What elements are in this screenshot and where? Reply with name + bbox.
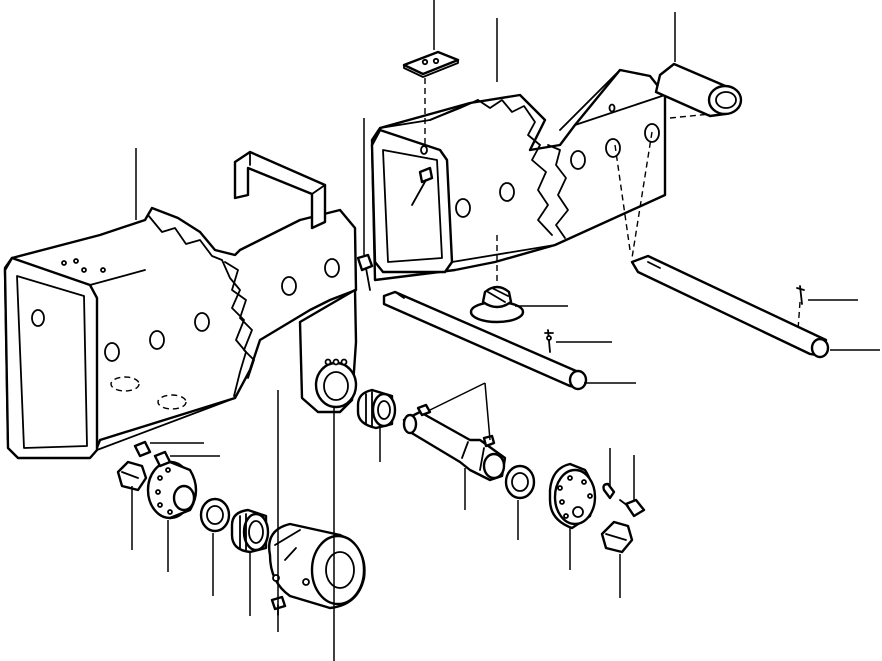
left-frame — [3, 206, 374, 460]
thrust-washer-right — [504, 464, 536, 500]
leader-key-b — [484, 382, 491, 441]
short-pin — [382, 290, 588, 391]
long-pin — [614, 131, 830, 359]
flange-hub-right — [548, 462, 597, 530]
shim-plate — [402, 50, 460, 145]
needle-bearing-left — [230, 508, 270, 554]
pivot-shaft — [402, 403, 507, 482]
nut-left — [116, 460, 148, 492]
grease-fitting-left — [133, 440, 172, 468]
leader-key-a — [429, 382, 486, 411]
cotter-pin — [544, 329, 554, 353]
callout-leaders — [131, 0, 880, 661]
flange-hub-left — [146, 460, 198, 520]
grease-cap — [469, 235, 525, 324]
carry-handle — [233, 150, 327, 230]
right-frame — [370, 68, 667, 282]
nut-right — [600, 520, 634, 554]
frame-bolt-right — [411, 166, 434, 206]
cotter-pin-right — [796, 285, 805, 305]
thrust-washer-left — [199, 497, 231, 533]
bushing-sleeve — [654, 62, 743, 119]
pivot-housing — [268, 522, 366, 610]
lock-bolt — [602, 482, 646, 518]
needle-bearing-right — [356, 388, 397, 430]
